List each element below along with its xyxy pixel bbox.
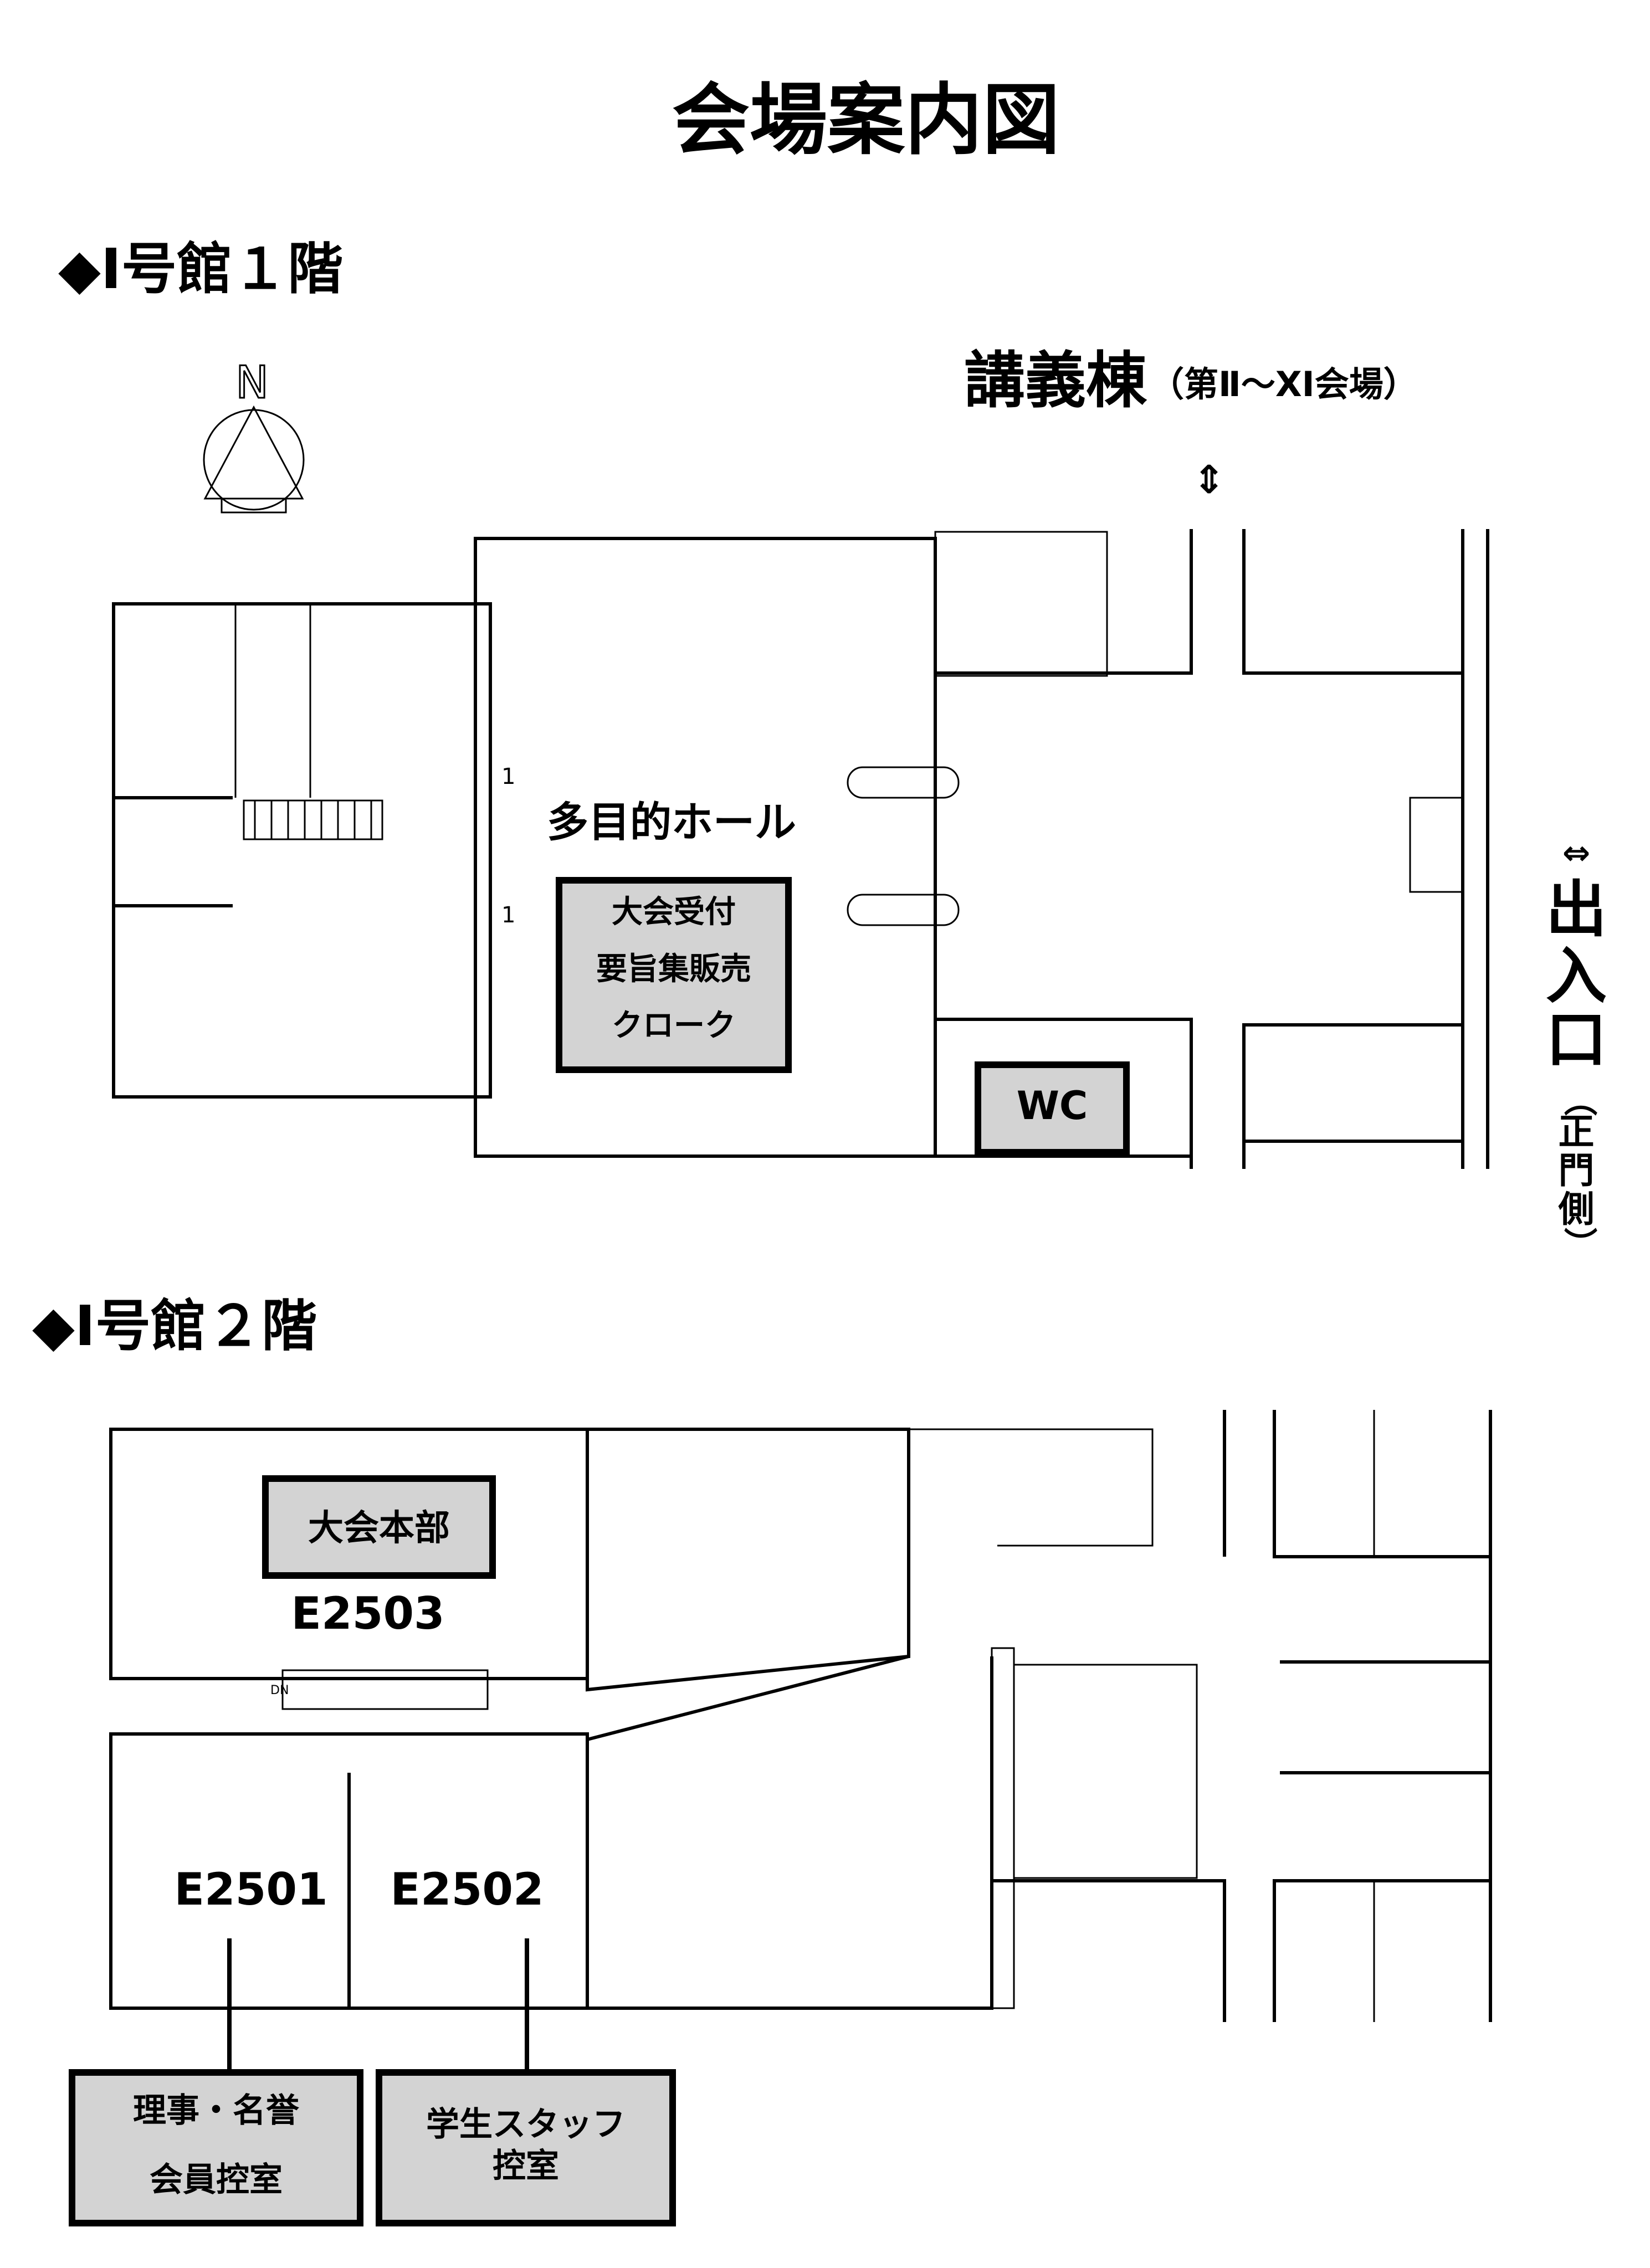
stair-dn-mark: DN — [270, 1684, 289, 1697]
svg-text:（: （ — [1560, 1083, 1598, 1116]
hq-box: 大会本部 — [262, 1475, 496, 1579]
svg-text:出: 出 — [1546, 874, 1607, 945]
wc-label: WC — [1017, 1083, 1088, 1128]
svg-text:入: 入 — [1546, 941, 1607, 1012]
room-e2502: E2502 — [390, 1864, 544, 1915]
floor2-plan: DN — [109, 1410, 1492, 2022]
page-title: 会場案内図 — [672, 75, 1060, 166]
north-compass: N — [203, 356, 305, 514]
stair-mark: 1 — [501, 902, 515, 928]
room-e2503: E2503 — [291, 1588, 444, 1639]
svg-text:会員控室: 会員控室 — [150, 2161, 283, 2199]
vertical-arrow-icon: ⇕ — [1193, 457, 1226, 502]
hq-label: 大会本部 — [308, 1508, 450, 1549]
abstract-sales-label: 要旨集販売 — [596, 951, 751, 987]
reception-box: 大会受付 要旨集販売 クローク — [556, 877, 792, 1073]
svg-text:側: 側 — [1557, 1189, 1594, 1230]
room-e2501: E2501 — [174, 1864, 327, 1915]
reception-label: 大会受付 — [612, 894, 736, 930]
lecture-building-label: 講義棟 — [964, 345, 1147, 416]
floor2-heading: ◆Ⅰ号館２階 — [32, 1294, 317, 1358]
floor1-plan: 1 1 — [112, 529, 1489, 1169]
entrance-label: ⇔ 出 入 口 （ 正 門 側 ） — [1546, 834, 1607, 1260]
svg-text:控室: 控室 — [493, 2147, 559, 2185]
horizontal-arrow-icon: ⇔ — [1562, 834, 1590, 873]
director-room-box: 理事・名誉 会員控室 — [69, 2069, 363, 2226]
floor1-heading: ◆Ⅰ号館１階 — [58, 237, 343, 301]
svg-text:理事・名誉: 理事・名誉 — [133, 2091, 300, 2130]
stair-mark: 1 — [501, 764, 515, 789]
svg-text:口: 口 — [1546, 1004, 1607, 1075]
cloakroom-label: クローク — [612, 1008, 736, 1044]
svg-text:門: 門 — [1558, 1150, 1594, 1192]
svg-text:）: ） — [1560, 1227, 1598, 1260]
compass-label: N — [235, 357, 269, 408]
hall-label: 多目的ホール — [547, 798, 796, 846]
svg-text:学生スタッフ: 学生スタッフ — [426, 2105, 626, 2144]
svg-text:正: 正 — [1558, 1111, 1594, 1153]
wc-box: WC — [975, 1061, 1130, 1156]
staff-room-box: 学生スタッフ 控室 — [376, 2069, 676, 2226]
lecture-building-note: （第Ⅱ～XI会場） — [1150, 364, 1418, 404]
